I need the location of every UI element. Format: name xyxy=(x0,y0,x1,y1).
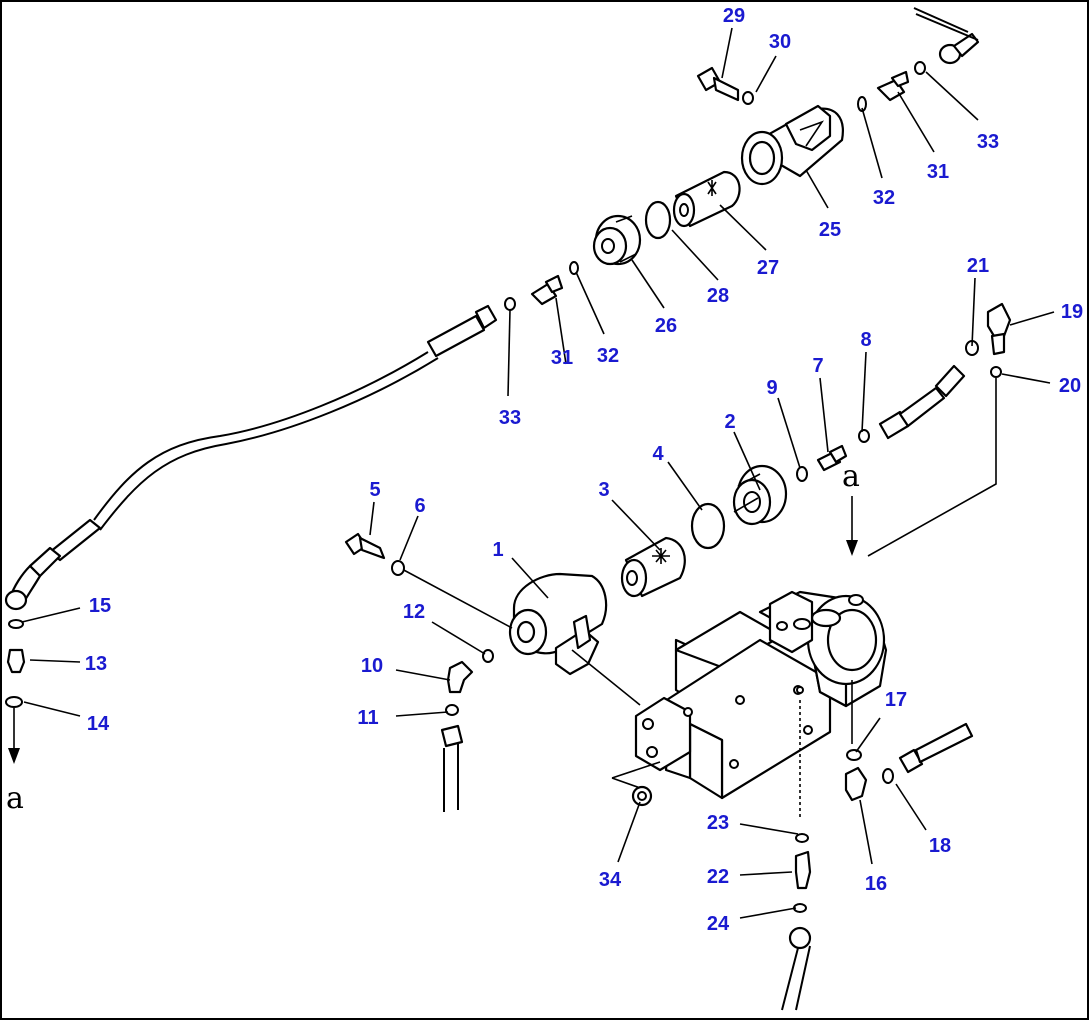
leader-line-p7 xyxy=(819,377,829,453)
part-label-p25: 25 xyxy=(819,219,841,241)
leader-line-p23 xyxy=(739,823,799,835)
part-label-p3: 3 xyxy=(598,479,609,501)
part-label-p8: 8 xyxy=(860,329,871,351)
part-label-p22: 22 xyxy=(707,866,729,888)
part-label-p18: 18 xyxy=(929,835,951,857)
part-label-p31b: 31 xyxy=(927,161,949,183)
connection-mark-a-right: a xyxy=(842,459,860,494)
part-label-p33a: 33 xyxy=(499,407,521,429)
leader-line-p19 xyxy=(1009,311,1055,326)
part-label-p4: 4 xyxy=(652,443,664,465)
leader-line-p8 xyxy=(861,351,867,433)
leader-line-p33b xyxy=(925,71,979,121)
leader-line-p21 xyxy=(971,277,976,347)
filter-housing-1 xyxy=(399,567,641,706)
leader-line-p13 xyxy=(29,659,81,663)
part-label-p9: 9 xyxy=(766,377,777,399)
leader-line-p11 xyxy=(395,711,449,717)
leader-line-p30 xyxy=(755,55,777,93)
part-label-p7: 7 xyxy=(812,355,823,377)
part-label-p20: 20 xyxy=(1059,375,1081,397)
o-ring-4 xyxy=(690,502,726,550)
leader-line-p6 xyxy=(399,515,419,561)
filter-element-3 xyxy=(620,536,686,598)
part-label-p17: 17 xyxy=(885,689,907,711)
leader-line-p33a xyxy=(507,309,511,397)
leader-line-p2 xyxy=(733,431,761,491)
part-label-p24: 24 xyxy=(707,913,730,935)
leader-line-p24 xyxy=(739,907,797,919)
part-label-p26: 26 xyxy=(655,315,677,337)
leader-line-p1 xyxy=(511,557,549,599)
part-label-p15: 15 xyxy=(89,595,111,617)
arrow-a-right xyxy=(846,496,858,556)
leader-line-p25 xyxy=(805,169,829,209)
leader-line-p26 xyxy=(631,259,665,309)
leader-line-p22 xyxy=(739,871,793,876)
part-label-p11: 11 xyxy=(357,707,378,729)
part-label-p5: 5 xyxy=(369,479,380,501)
part-label-p1: 1 xyxy=(492,539,503,561)
leader-line-p17 xyxy=(855,717,881,753)
part-label-p33b: 33 xyxy=(977,131,999,153)
part-label-p12: 12 xyxy=(403,601,425,623)
connection-mark-a-left: a xyxy=(6,781,24,816)
leader-line-p10 xyxy=(395,669,451,681)
leader-line-p14 xyxy=(23,701,81,717)
part-label-p10: 10 xyxy=(361,655,383,677)
leader-line-p29 xyxy=(721,27,733,79)
leader-line-p5 xyxy=(369,501,375,536)
long-hose-left xyxy=(4,304,498,764)
leader-line-p32a xyxy=(575,271,605,335)
part-labels: 1234567891011121314151617181920212223242… xyxy=(85,5,1083,935)
leader-line-p18 xyxy=(895,783,927,831)
leader-line-p31a xyxy=(555,297,567,365)
part-label-p16: 16 xyxy=(865,873,887,895)
valve-bracket-assembly xyxy=(611,590,888,800)
part-label-p2: 2 xyxy=(724,411,735,433)
leader-line-p20 xyxy=(1001,373,1051,384)
leader-line-p15 xyxy=(21,607,81,623)
leader-line-p31b xyxy=(897,91,935,153)
part-label-p6: 6 xyxy=(414,495,425,517)
part-label-p23: 23 xyxy=(707,812,729,834)
leader-line-p32b xyxy=(861,107,883,179)
part-label-p28: 28 xyxy=(707,285,729,307)
part-label-p13: 13 xyxy=(85,653,107,675)
leader-line-p34 xyxy=(617,801,641,863)
leader-line-p16 xyxy=(859,799,873,865)
leader-lines xyxy=(21,27,1055,919)
upper-filter-assembly xyxy=(504,7,980,311)
part-label-p34: 34 xyxy=(599,869,622,891)
part-label-p21: 21 xyxy=(967,255,989,277)
leader-line-p3 xyxy=(611,499,661,551)
leader-line-p28 xyxy=(671,229,719,281)
part-label-p30: 30 xyxy=(769,31,791,53)
part-label-p32b: 32 xyxy=(873,187,895,209)
filter-cover-2 xyxy=(732,464,788,526)
part-label-p19: 19 xyxy=(1061,301,1083,323)
leader-line-p9 xyxy=(777,397,801,469)
part-label-p32a: 32 xyxy=(597,345,619,367)
leader-line-p12 xyxy=(431,621,486,655)
leader-line-p27 xyxy=(719,204,767,251)
leader-line-p4 xyxy=(667,461,703,511)
small-fittings-lower xyxy=(344,302,1012,1011)
part-label-p31a: 31 xyxy=(551,347,573,369)
part-label-p27: 27 xyxy=(757,257,779,279)
part-label-p14: 14 xyxy=(87,713,110,735)
part-label-p29: 29 xyxy=(723,5,745,27)
